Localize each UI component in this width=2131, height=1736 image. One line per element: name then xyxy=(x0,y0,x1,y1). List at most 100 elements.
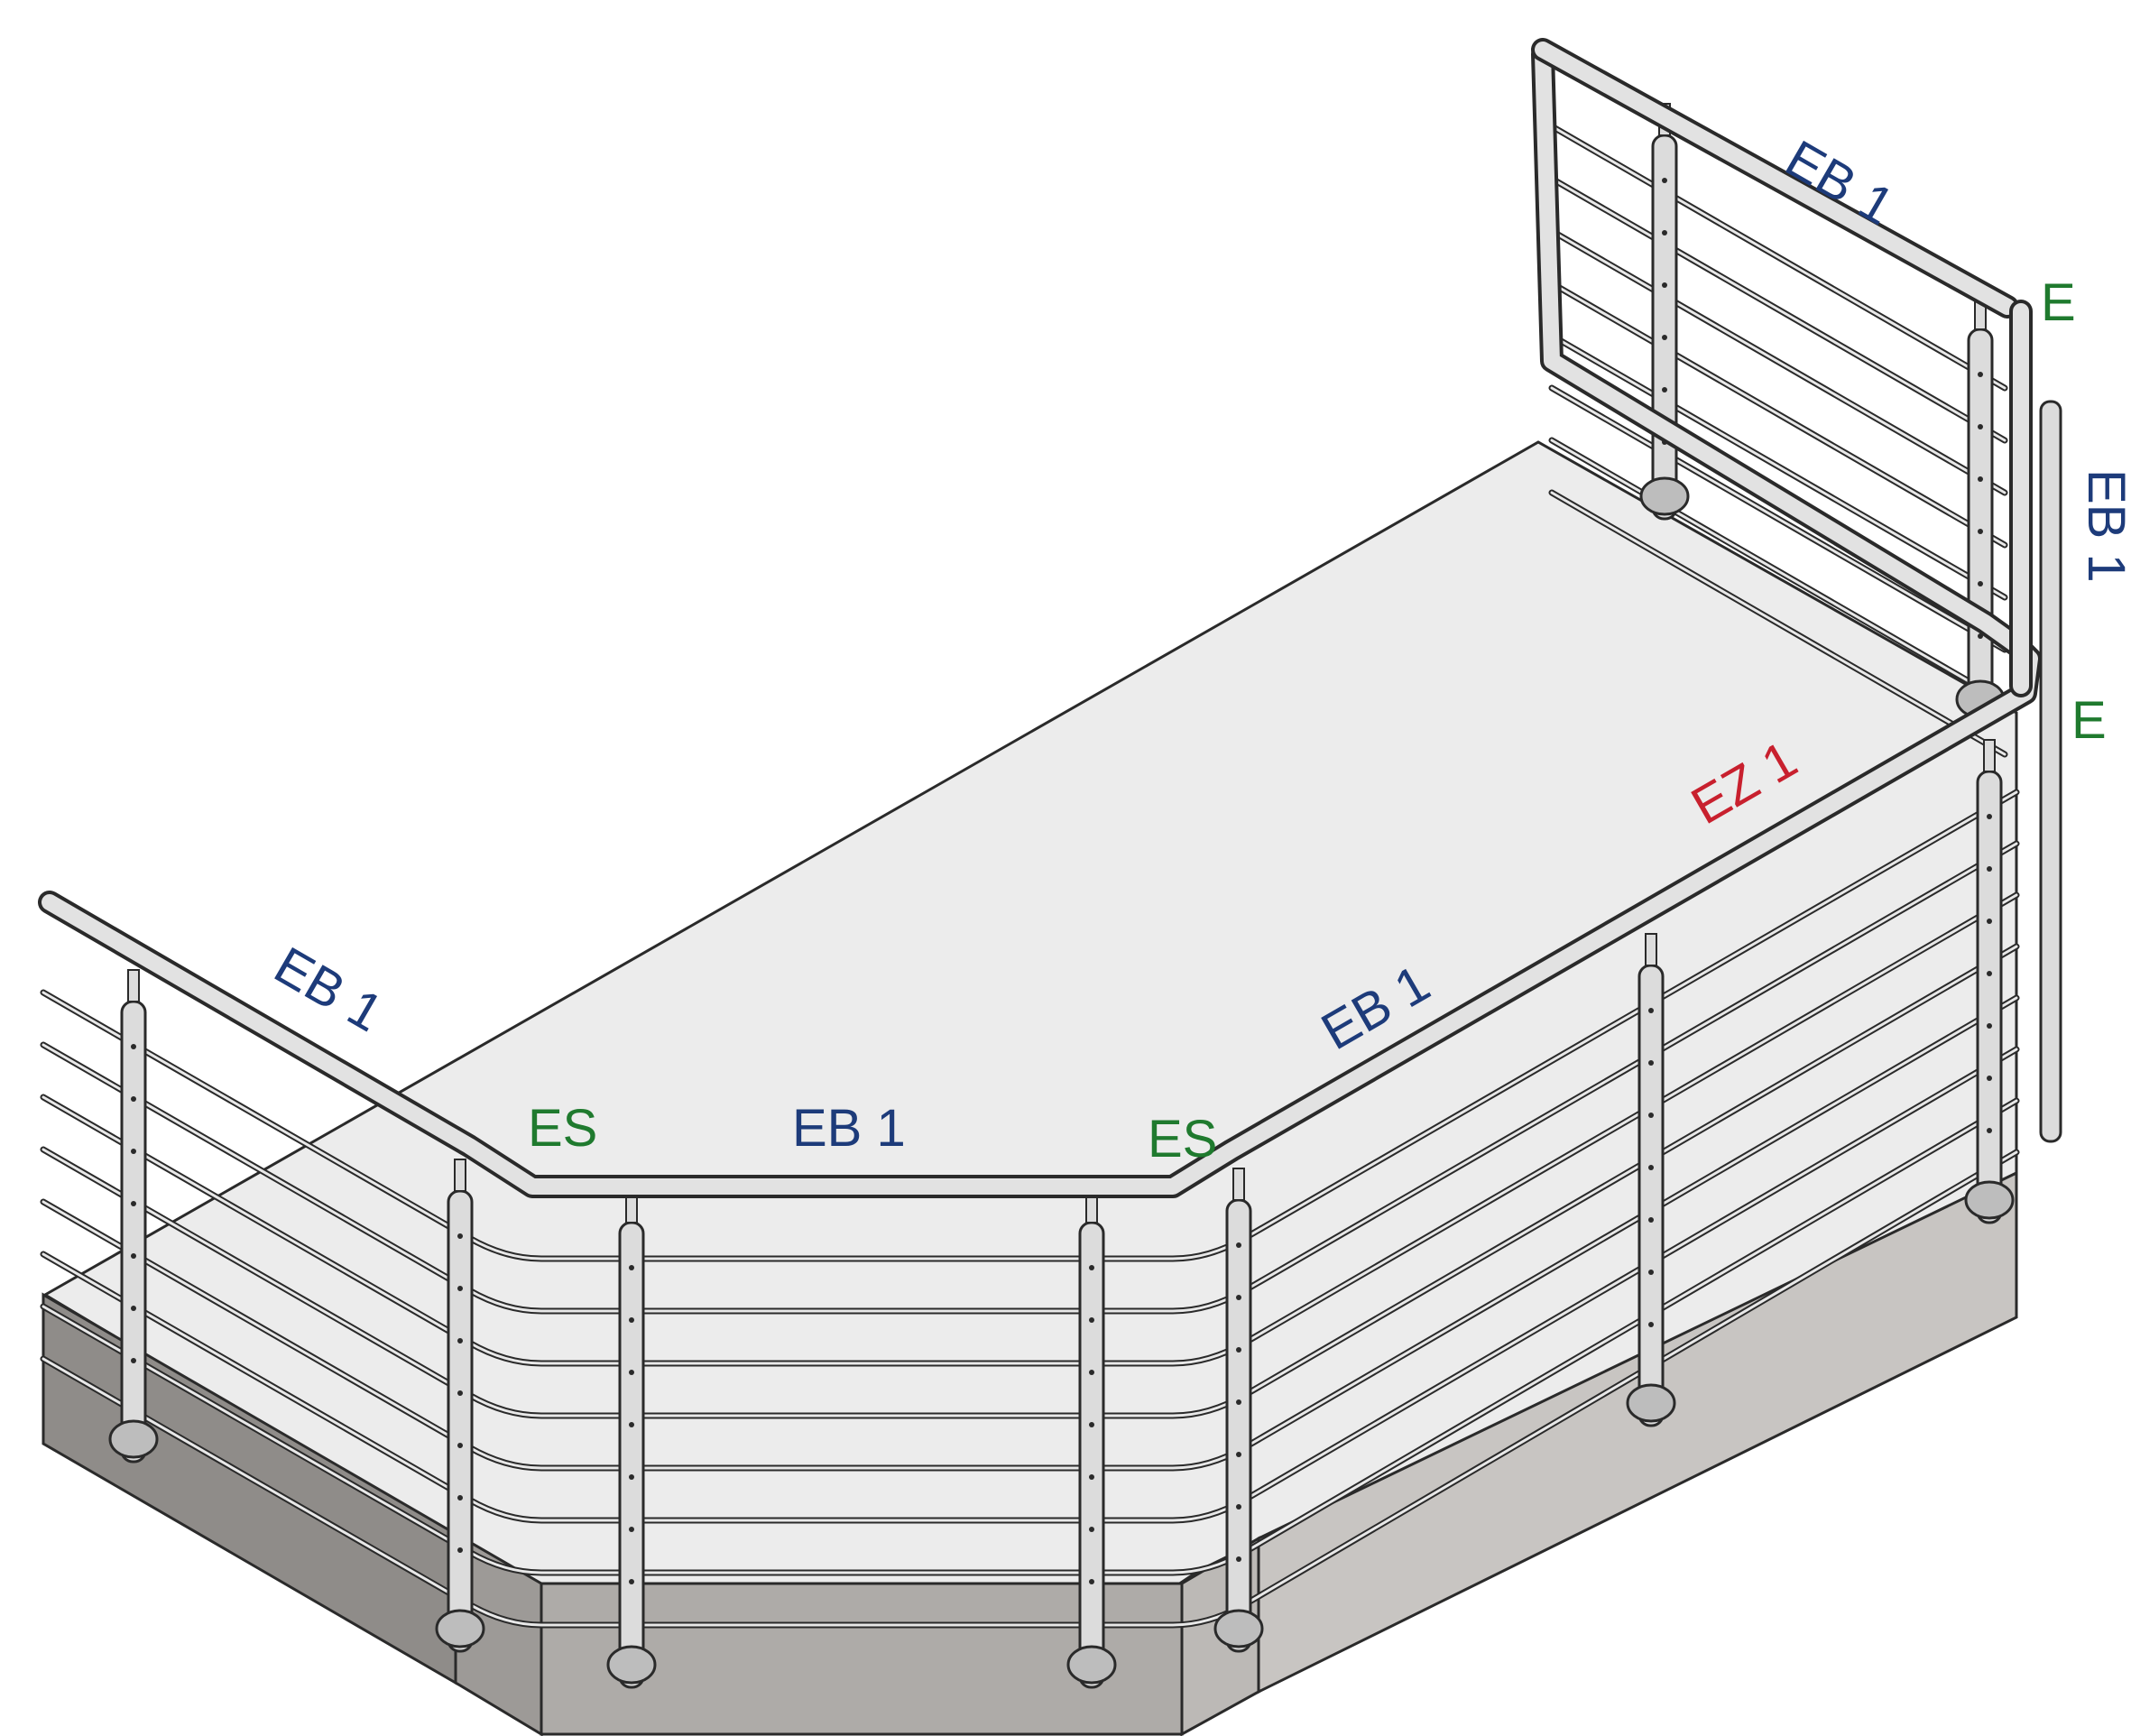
post-hole xyxy=(1648,1217,1654,1223)
railing-post xyxy=(1637,964,1665,1427)
railing-post xyxy=(1225,1198,1252,1653)
post-hole xyxy=(131,1096,136,1102)
post-hole xyxy=(1987,866,1992,872)
post-hole xyxy=(1236,1347,1241,1353)
post-bracket xyxy=(454,1159,466,1192)
post-base-flange xyxy=(435,1609,485,1648)
railing-post xyxy=(1651,134,1678,521)
railing-post xyxy=(447,1189,474,1653)
cable-wire-upper-highlight xyxy=(1550,177,2006,442)
slab-side-right xyxy=(1257,1170,2018,1694)
post-hole xyxy=(457,1286,463,1291)
post-hole xyxy=(629,1265,634,1270)
handrail-top-segment xyxy=(1535,42,2016,315)
post-hole xyxy=(131,1149,136,1154)
post-hole xyxy=(457,1443,463,1448)
post-hole xyxy=(629,1474,634,1480)
post-hole xyxy=(1987,1023,1992,1029)
railing-post xyxy=(120,1000,147,1464)
post-hole xyxy=(1978,633,1983,639)
post-base-flange xyxy=(1213,1609,1264,1648)
post-hole xyxy=(1662,178,1667,183)
concrete-slab xyxy=(42,440,2018,1736)
post-hole xyxy=(1236,1556,1241,1562)
label-es-right: ES xyxy=(1148,1110,1217,1168)
post-hole xyxy=(457,1338,463,1344)
post-hole xyxy=(457,1547,463,1553)
post-hole xyxy=(1089,1527,1094,1532)
post-hole xyxy=(1089,1370,1094,1375)
post-hole xyxy=(1648,1008,1654,1013)
post-hole xyxy=(1662,387,1667,392)
post-hole xyxy=(1978,581,1983,586)
railing-post xyxy=(1967,328,1994,724)
post-hole xyxy=(457,1495,463,1501)
post-hole xyxy=(1987,814,1992,819)
label-e-upper: E xyxy=(2041,273,2076,332)
post-hole xyxy=(1648,1060,1654,1066)
post-hole xyxy=(1978,476,1983,482)
post-hole xyxy=(1089,1265,1094,1270)
post-hole xyxy=(1987,919,1992,924)
posts xyxy=(108,103,2015,1689)
cable-wire-upper-highlight xyxy=(1550,282,2006,547)
post-base-flange xyxy=(1066,1645,1117,1685)
post-hole xyxy=(131,1306,136,1311)
post-base-flange xyxy=(108,1419,159,1459)
post-hole xyxy=(1648,1165,1654,1170)
cable-wire-upper-highlight xyxy=(1550,491,2006,756)
corner-end-post xyxy=(2039,400,2062,1143)
post-base-flange xyxy=(606,1645,657,1685)
post-bracket xyxy=(1983,739,1996,772)
post-hole xyxy=(131,1358,136,1363)
post-base-flange xyxy=(1964,1180,2015,1220)
post-hole xyxy=(1236,1504,1241,1510)
post-hole xyxy=(1648,1113,1654,1118)
post-hole xyxy=(1236,1295,1241,1300)
railing-post xyxy=(1078,1221,1105,1689)
post-hole xyxy=(457,1390,463,1396)
post-hole xyxy=(1648,1270,1654,1275)
post-hole xyxy=(457,1233,463,1239)
post-base-flange xyxy=(1639,476,1690,516)
cable-wire-upper-highlight xyxy=(1550,386,2006,651)
post-bracket xyxy=(1232,1168,1245,1201)
post-hole xyxy=(629,1422,634,1427)
cable-wire-upper-highlight xyxy=(1550,439,2006,704)
post-hole xyxy=(131,1201,136,1206)
post-hole xyxy=(629,1579,634,1584)
cable-wire-upper-highlight xyxy=(1550,334,2006,599)
cable-wire-upper-highlight xyxy=(1550,229,2006,494)
post-hole xyxy=(1236,1399,1241,1405)
label-eb1-vertical: EB 1 xyxy=(2077,469,2131,583)
railing-post xyxy=(618,1221,645,1689)
post-hole xyxy=(629,1317,634,1323)
label-es-left: ES xyxy=(528,1099,597,1158)
post-hole xyxy=(1089,1474,1094,1480)
post-hole xyxy=(629,1370,634,1375)
cable-infill xyxy=(40,123,2020,1629)
post-bracket xyxy=(127,969,140,1002)
post-hole xyxy=(1978,372,1983,377)
post-hole xyxy=(1662,230,1667,235)
railing-post xyxy=(1976,770,2003,1224)
post-hole xyxy=(629,1527,634,1532)
post-hole xyxy=(1089,1422,1094,1427)
post-hole xyxy=(1648,1322,1654,1327)
post-hole xyxy=(1978,424,1983,429)
post-hole xyxy=(1987,971,1992,976)
handrail xyxy=(38,38,2062,1198)
post-hole xyxy=(1089,1317,1094,1323)
post-hole xyxy=(1987,1128,1992,1133)
post-hole xyxy=(1662,282,1667,288)
post-hole xyxy=(1236,1242,1241,1248)
post-hole xyxy=(131,1044,136,1049)
post-hole xyxy=(1987,1076,1992,1081)
post-hole xyxy=(1662,335,1667,340)
post-hole xyxy=(1978,529,1983,534)
post-hole xyxy=(1236,1452,1241,1457)
post-bracket xyxy=(1645,933,1657,966)
post-hole xyxy=(1089,1579,1094,1584)
post-hole xyxy=(131,1253,136,1259)
